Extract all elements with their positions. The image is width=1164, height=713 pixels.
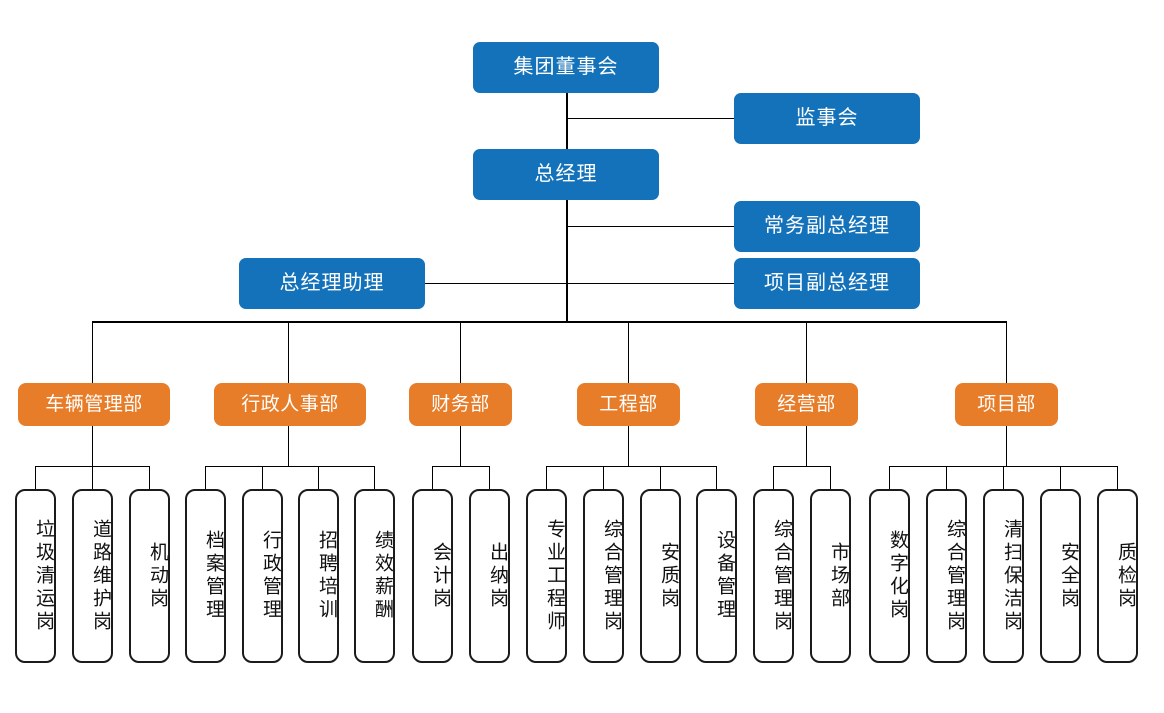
connector-gm-to-assistant — [424, 283, 566, 284]
leaf-node-position[interactable]: 综合管理岗 — [583, 489, 624, 663]
leaf-label: 行政管理 — [260, 530, 281, 622]
leaf-node-position[interactable]: 清扫保洁岗 — [983, 489, 1024, 663]
leaf-label: 绩效薪酬 — [372, 530, 393, 622]
connector-drop-engineering — [628, 321, 629, 383]
leaf-node-position[interactable]: 出纳岗 — [469, 489, 510, 663]
leaf-node-position[interactable]: 市场部 — [810, 489, 851, 663]
connector-engineering-child-3 — [660, 466, 661, 490]
connector-operations-child-2 — [830, 466, 831, 490]
connector-engineering-stem — [628, 425, 629, 466]
connector-adminhr-child-3 — [318, 466, 319, 490]
connector-project-child-3 — [1003, 466, 1004, 490]
leaf-node-position[interactable]: 招聘培训 — [298, 489, 339, 663]
leaf-node-position[interactable]: 专业工程师 — [526, 489, 567, 663]
leaf-label: 档案管理 — [203, 530, 224, 622]
node-department-finance[interactable]: 财务部 — [409, 383, 512, 426]
connector-vehicle-child-3 — [149, 466, 150, 490]
node-general-manager-assistant[interactable]: 总经理助理 — [239, 258, 425, 309]
connector-operations-child-1 — [773, 466, 774, 490]
connector-drop-operations — [806, 321, 807, 383]
connector-engineering-bus — [546, 466, 717, 467]
node-department-operations[interactable]: 经营部 — [755, 383, 858, 426]
connector-finance-child-2 — [489, 466, 490, 490]
connector-project-child-5 — [1117, 466, 1118, 490]
connector-gm-to-project-deputy — [566, 283, 734, 284]
leaf-node-position[interactable]: 行政管理 — [242, 489, 283, 663]
leaf-label: 综合管理岗 — [771, 518, 792, 634]
node-general-manager[interactable]: 总经理 — [473, 149, 659, 200]
leaf-label: 道路维护岗 — [90, 518, 111, 634]
leaf-label: 垃圾清运岗 — [33, 518, 54, 634]
leaf-label: 市场部 — [828, 541, 849, 611]
connector-project-stem — [1006, 425, 1007, 466]
connector-vehicle-stem — [92, 425, 93, 466]
leaf-label: 综合管理岗 — [601, 518, 622, 634]
leaf-node-position[interactable]: 质检岗 — [1097, 489, 1138, 663]
connector-gm-trunk — [566, 199, 568, 322]
leaf-label: 出纳岗 — [487, 541, 508, 611]
node-department-vehicle[interactable]: 车辆管理部 — [18, 383, 170, 426]
leaf-node-position[interactable]: 综合管理岗 — [926, 489, 967, 663]
leaf-node-position[interactable]: 道路维护岗 — [72, 489, 113, 663]
leaf-label: 综合管理岗 — [944, 518, 965, 634]
leaf-label: 机动岗 — [147, 541, 168, 611]
leaf-node-position[interactable]: 会计岗 — [412, 489, 453, 663]
leaf-node-position[interactable]: 档案管理 — [185, 489, 226, 663]
connector-engineering-child-2 — [603, 466, 604, 490]
leaf-label: 设备管理 — [714, 530, 735, 622]
leaf-label: 专业工程师 — [544, 518, 565, 634]
leaf-node-position[interactable]: 垃圾清运岗 — [15, 489, 56, 663]
connector-vehicle-child-2 — [92, 466, 93, 490]
connector-department-bus — [92, 321, 1007, 323]
connector-vehicle-child-1 — [35, 466, 36, 490]
node-department-admin-hr[interactable]: 行政人事部 — [214, 383, 366, 426]
node-department-engineering[interactable]: 工程部 — [577, 383, 680, 426]
leaf-node-position[interactable]: 机动岗 — [129, 489, 170, 663]
leaf-node-position[interactable]: 绩效薪酬 — [354, 489, 395, 663]
connector-project-child-2 — [946, 466, 947, 490]
connector-finance-stem — [460, 425, 461, 466]
connector-operations-stem — [806, 425, 807, 466]
connector-engineering-child-4 — [716, 466, 717, 490]
leaf-node-position[interactable]: 设备管理 — [696, 489, 737, 663]
node-department-project[interactable]: 项目部 — [955, 383, 1058, 426]
leaf-label: 清扫保洁岗 — [1001, 518, 1022, 634]
connector-adminhr-stem — [288, 425, 289, 466]
connector-board-to-supervisory — [566, 118, 734, 119]
connector-drop-finance — [460, 321, 461, 383]
connector-adminhr-child-4 — [374, 466, 375, 490]
leaf-node-position[interactable]: 安全岗 — [1040, 489, 1081, 663]
connector-project-child-4 — [1060, 466, 1061, 490]
leaf-node-position[interactable]: 数字化岗 — [869, 489, 910, 663]
leaf-node-position[interactable]: 综合管理岗 — [753, 489, 794, 663]
connector-drop-project — [1006, 321, 1007, 383]
node-executive-deputy-manager[interactable]: 常务副总经理 — [734, 201, 920, 252]
connector-drop-vehicle — [92, 321, 93, 383]
node-supervisory-board[interactable]: 监事会 — [734, 93, 920, 144]
connector-project-child-1 — [889, 466, 890, 490]
connector-finance-child-1 — [432, 466, 433, 490]
leaf-label: 招聘培训 — [316, 530, 337, 622]
leaf-label: 安质岗 — [658, 541, 679, 611]
connector-adminhr-child-1 — [205, 466, 206, 490]
connector-drop-admin-hr — [288, 321, 289, 383]
connector-board-to-gm — [566, 92, 568, 150]
connector-finance-bus — [432, 466, 490, 467]
connector-adminhr-bus — [205, 466, 375, 467]
leaf-label: 会计岗 — [430, 541, 451, 611]
connector-adminhr-child-2 — [262, 466, 263, 490]
node-board-of-directors[interactable]: 集团董事会 — [473, 42, 659, 93]
leaf-node-position[interactable]: 安质岗 — [640, 489, 681, 663]
leaf-label: 安全岗 — [1058, 541, 1079, 611]
leaf-label: 质检岗 — [1115, 541, 1136, 611]
node-project-deputy-manager[interactable]: 项目副总经理 — [734, 258, 920, 309]
connector-gm-to-executive-deputy — [566, 226, 734, 227]
connector-engineering-child-1 — [546, 466, 547, 490]
connector-operations-bus — [773, 466, 831, 467]
leaf-label: 数字化岗 — [887, 530, 908, 622]
